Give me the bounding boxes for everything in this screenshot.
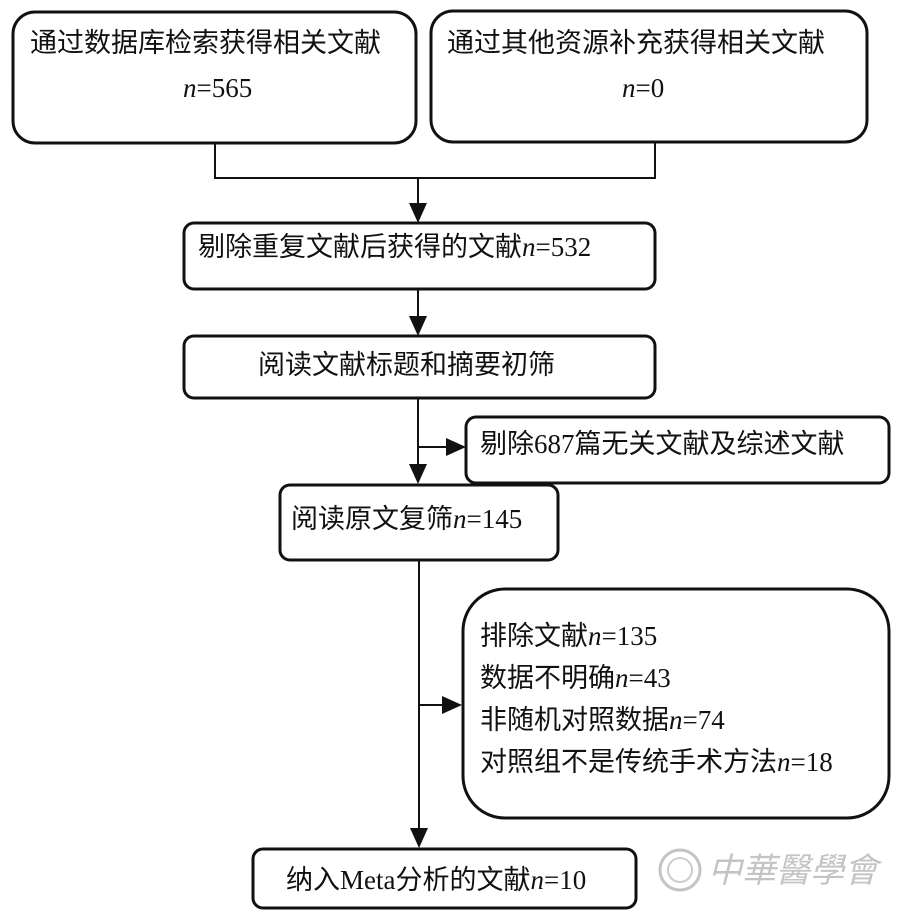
arrow [409, 289, 427, 336]
node-label: 剔除687篇无关文献及综述文献 [480, 429, 845, 459]
node-db-search: 通过数据库检索获得相关文献 n=565 [11, 10, 418, 145]
node-label: 通过其他资源补充获得相关文献 [447, 28, 825, 58]
node-label: 纳入Meta分析的文献n=10 [286, 865, 586, 895]
watermark-seal: 中華醫學會 [658, 848, 883, 892]
node-label: 剔除重复文献后获得的文献n=532 [198, 232, 591, 262]
node-other-sources: 通过其他资源补充获得相关文献 n=0 [429, 9, 869, 144]
arrow [410, 560, 462, 848]
node-included: 纳入Meta分析的文献n=10 [251, 847, 638, 910]
node-count: n=0 [622, 73, 664, 103]
node-excluded: 排除文献n=135 数据不明确n=43 非随机对照数据n=74 对照组不是传统手… [461, 587, 891, 820]
node-after-dedup: 剔除重复文献后获得的文献n=532 [182, 221, 657, 291]
exclusion-line: 排除文献n=135 [480, 621, 657, 651]
exclusion-line: 数据不明确n=43 [480, 663, 671, 693]
node-label: 阅读文献标题和摘要初筛 [258, 350, 555, 380]
node-count: n=565 [183, 73, 252, 103]
exclusion-line: 对照组不是传统手术方法n=18 [480, 747, 833, 777]
node-title-abstract: 阅读文献标题和摘要初筛 [182, 334, 657, 400]
arrow [409, 398, 466, 484]
watermark-text: 中華醫學會 [708, 853, 883, 890]
node-label: 阅读原文复筛n=145 [291, 504, 522, 534]
node-fulltext: 阅读原文复筛n=145 [278, 483, 560, 562]
exclusion-line: 非随机对照数据n=74 [480, 705, 725, 735]
merge-connector [214, 142, 656, 223]
node-label: 通过数据库检索获得相关文献 [30, 28, 381, 58]
node-excluded-irrelevant: 剔除687篇无关文献及综述文献 [464, 415, 891, 485]
